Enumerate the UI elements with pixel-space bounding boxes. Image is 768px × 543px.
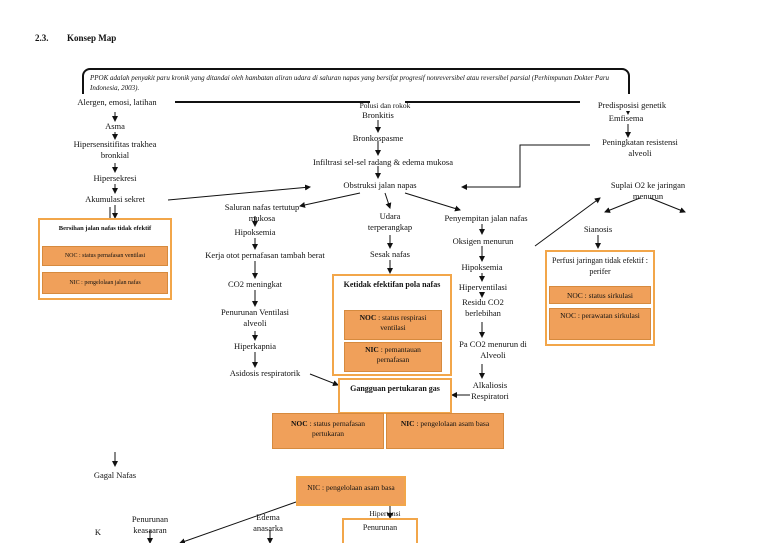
section-number: 2.3. — [35, 33, 49, 43]
node-hiperkapnia: Hiperkapnia — [233, 341, 276, 351]
nic-box-bottom: NIC : pengelolaan asam basa — [296, 476, 406, 506]
diagnosis-box-pola-nafas: Ketidak efektifan pola nafas NOC : statu… — [332, 274, 452, 376]
noc-label: NOC : status respirasi ventilasi — [344, 310, 442, 340]
node-sianosis: Sianosis — [583, 224, 613, 234]
noc-label: NOC : status sirkulasi — [549, 286, 651, 304]
node-hipoksemia-2: Hipoksemia — [461, 262, 503, 272]
node-alkaliosis: Alkaliosis Respiratori — [471, 380, 509, 401]
node-asidosis: Asidosis respiratorik — [229, 368, 301, 378]
diagnosis-box-gangguan: Gangguan pertukaran gas — [338, 378, 452, 414]
node-peningkatan-resistensi: Peningkatan resistensi alveoli — [602, 137, 678, 158]
node-suplai-o2: Suplai O2 ke jaringan menurun — [610, 180, 686, 201]
factor-center: Polusi dan rokok — [359, 101, 411, 110]
diagnosis-title: Perfusi jaringan tidak efektif : perifer — [552, 256, 648, 276]
node-residu-co2: Residu CO2 berlebihan — [462, 297, 504, 318]
node-penurunan-keasaaran: Penurunan keasaaran — [131, 514, 169, 535]
node-bronkitis: Bronkitis — [362, 110, 394, 120]
node-penyempitan: Penyempitan jalan nafas — [444, 213, 528, 223]
node-kerja-otot: Kerja otot pernafasan tambah berat — [205, 250, 325, 260]
nic-label: NIC : pemantauan pernafasan — [344, 342, 442, 372]
node-infiltrasi: Infiltrasi sel-sel radang & edema mukosa — [313, 157, 453, 167]
diagnosis-title: Bersihan jalan nafas tidak efektif — [58, 225, 152, 232]
node-paco2-menurun: Pa CO2 menurun di Alveoli — [459, 339, 527, 360]
node-oksigen-menurun: Oksigen menurun — [452, 236, 514, 246]
node-k: K — [94, 527, 102, 537]
node-hipersekresi: Hipersekresi — [93, 173, 137, 183]
diagnosis-box-perfusi: Perfusi jaringan tidak efektif : perifer… — [545, 250, 655, 346]
node-penurunan-ventilasi: Penurunan Ventilasi alveoli — [220, 307, 290, 328]
noc-label-gangguan: NOC : status pernafasan pertukaran — [272, 413, 384, 449]
nic-label: NOC : perawatan sirkulasi — [549, 308, 651, 340]
node-edema-anasarka: Edema anasarka — [253, 512, 283, 533]
node-sesak-nafas: Sesak nafas — [370, 249, 410, 259]
factor-left: Alergen, emosi, latihan — [62, 97, 172, 108]
node-obstruksi: Obstruksi jalan napas — [343, 180, 417, 190]
node-hipersensitifitas: Hipersensitifitas trakhea bronkial — [73, 139, 157, 160]
node-saluran-tertutup: Saluran nafas tertutup mukosa — [224, 202, 300, 223]
diagnosis-title: Gangguan pertukaran gas — [350, 384, 440, 393]
node-bronkospasme: Bronkospasme — [352, 133, 404, 143]
diagnosis-box-bersihan: Bersihan jalan nafas tidak efektif NOC :… — [38, 218, 172, 300]
node-emfisema: Emfisema — [608, 113, 644, 123]
factor-right: Predisposisi genetik — [588, 100, 676, 111]
node-hiperventilasi: Hiperventilasi — [458, 282, 508, 292]
node-asma: Asma — [105, 121, 125, 131]
diagnosis-title: Ketidak efektifan pola nafas — [343, 280, 441, 289]
node-akumulasi: Akumulasi sekret — [85, 194, 145, 204]
node-hipertensi: Hipertensi — [369, 509, 401, 518]
definition-box: PPOK adalah penyakit paru kronik yang di… — [82, 68, 630, 94]
node-gagal-nafas: Gagal Nafas — [93, 470, 137, 480]
node-co2-meningkat: CO2 meningkat — [227, 279, 283, 289]
nic-label-gangguan: NIC : pengelolaan asam basa — [386, 413, 504, 449]
section-title: Konsep Map — [67, 33, 117, 43]
nic-label: NIC : pengelolaan jalan nafas — [42, 272, 168, 294]
diagnosis-box-penurunan: Penurunan — [342, 518, 418, 543]
node-udara-terperangkap: Udara terperangkap — [367, 211, 413, 232]
diagnosis-title: Penurunan — [362, 523, 398, 532]
noc-label: NOC : status pernafasan ventilasi — [42, 246, 168, 266]
node-hipoksemia-1: Hipoksemia — [234, 227, 276, 237]
